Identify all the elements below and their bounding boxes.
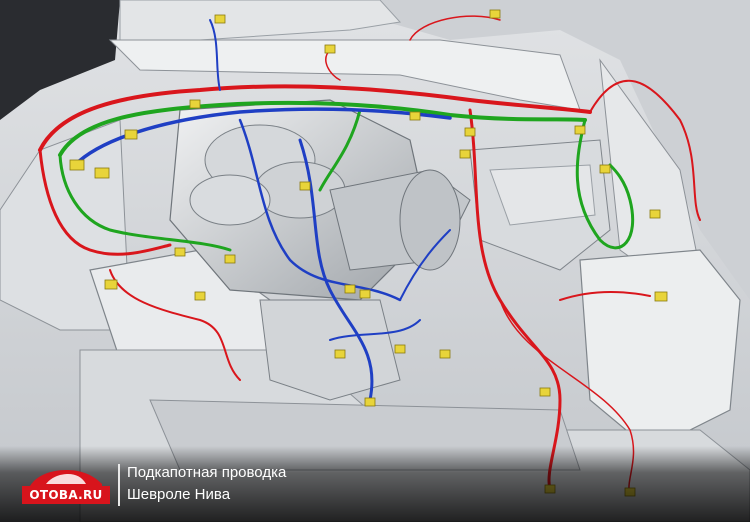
connector <box>214 14 226 24</box>
connector <box>174 247 186 257</box>
connector <box>364 397 376 407</box>
green-wire-left <box>58 153 232 252</box>
connector <box>194 291 206 301</box>
red-wire-headlight <box>559 290 651 301</box>
connector <box>324 44 336 54</box>
green-wire-right <box>575 118 635 250</box>
wiring-harness <box>38 15 701 496</box>
blue-wire-lower <box>329 229 451 341</box>
connector <box>189 99 201 109</box>
caption-divider <box>118 464 120 506</box>
connector <box>299 181 311 191</box>
green-wire-engine <box>318 108 362 192</box>
blue-wire-main <box>73 107 452 167</box>
red-wire-right-upper <box>589 79 701 221</box>
blue-wire-center <box>238 118 402 302</box>
red-wire-main <box>38 84 592 152</box>
connector <box>489 9 501 19</box>
connector <box>224 254 236 264</box>
connector <box>599 164 611 174</box>
red-wire-left <box>38 148 172 256</box>
connector <box>574 125 586 135</box>
connector <box>359 289 371 299</box>
connector <box>409 111 421 121</box>
connector <box>394 344 406 354</box>
connector <box>459 149 471 159</box>
connector <box>539 387 551 397</box>
blue-wire-top <box>209 19 221 91</box>
red-wire-front-left <box>109 269 241 381</box>
red-wire-right <box>468 108 562 492</box>
logo-text[interactable]: OTOBA.RU <box>22 486 110 504</box>
blue-wire-engine <box>298 138 374 402</box>
caption-title: Подкапотная проводка <box>127 464 287 481</box>
connector <box>654 291 668 302</box>
connector <box>649 209 661 219</box>
connector <box>344 284 356 294</box>
engine-block <box>169 99 471 401</box>
connector <box>334 349 346 359</box>
green-wire-main <box>58 100 587 157</box>
caption-bar <box>0 446 750 522</box>
connector <box>104 279 118 290</box>
connector <box>94 167 110 179</box>
caption-subtitle: Шевроле Нива <box>127 486 231 503</box>
connector <box>439 349 451 359</box>
connector <box>464 127 476 137</box>
connector <box>69 159 85 171</box>
car-silhouette-icon <box>30 470 102 486</box>
connector <box>124 129 138 140</box>
